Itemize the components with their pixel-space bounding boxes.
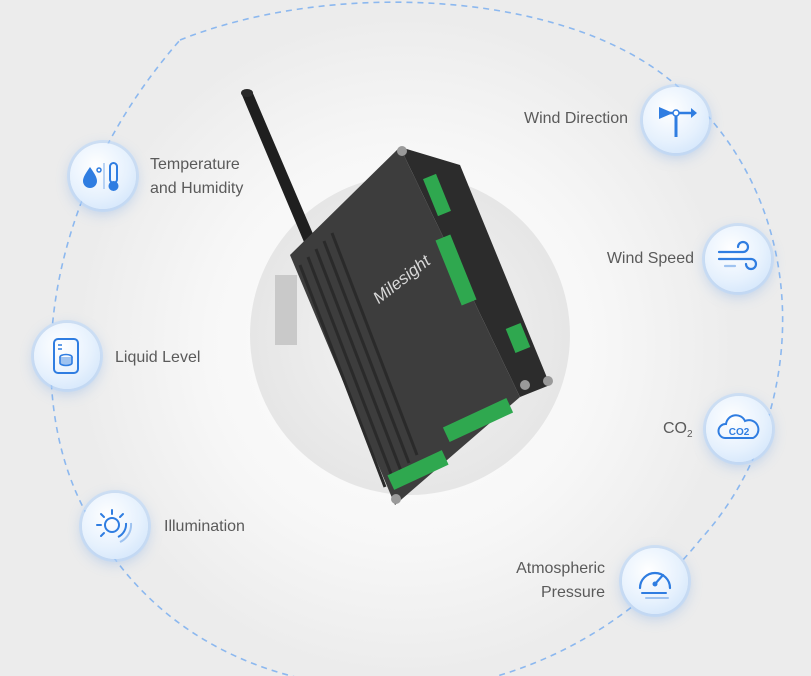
temperature-humidity-icon bbox=[83, 162, 119, 191]
antenna bbox=[242, 91, 322, 261]
din-rail-clip bbox=[275, 275, 297, 345]
co2-icon-text: CO2 bbox=[729, 427, 750, 438]
terminal-blocks bbox=[387, 173, 531, 490]
co2-label-subscript: 2 bbox=[687, 429, 693, 441]
co2-node: CO2 bbox=[706, 396, 772, 462]
liquid-level-label: Liquid Level bbox=[115, 349, 201, 366]
device-front bbox=[290, 147, 520, 505]
temperature-humidity-label: Temperature and Humidity bbox=[150, 153, 243, 201]
co2-label: CO2 bbox=[663, 417, 693, 447]
atmospheric-pressure-node bbox=[622, 548, 688, 614]
liquid-level-icon bbox=[53, 338, 79, 374]
illumination-node bbox=[82, 493, 148, 559]
pressure-gauge-icon bbox=[638, 571, 672, 599]
liquid-level-node bbox=[34, 323, 100, 389]
wind-direction-node bbox=[643, 87, 709, 153]
wind-direction-label: Wind Direction bbox=[523, 110, 628, 127]
co2-label-text: CO bbox=[663, 420, 687, 437]
illumination-icon bbox=[96, 509, 133, 543]
atmospheric-pressure-label: Atmospheric Pressure bbox=[470, 557, 605, 605]
gateway-device: Milesight bbox=[241, 89, 553, 505]
wind-direction-icon bbox=[659, 107, 697, 137]
co2-cloud-icon: CO2 bbox=[717, 414, 760, 439]
temperature-humidity-node bbox=[70, 143, 136, 209]
humidity-label-line2: and Humidity bbox=[150, 180, 244, 197]
pressure-label-line1: Atmospheric bbox=[516, 560, 605, 577]
pressure-label-line2: Pressure bbox=[540, 584, 605, 601]
temperature-label-line1: Temperature bbox=[150, 156, 240, 173]
wind-speed-icon bbox=[717, 240, 758, 271]
wind-speed-label: Wind Speed bbox=[606, 250, 694, 267]
illumination-label: Illumination bbox=[164, 518, 245, 535]
wind-speed-node bbox=[705, 226, 771, 292]
